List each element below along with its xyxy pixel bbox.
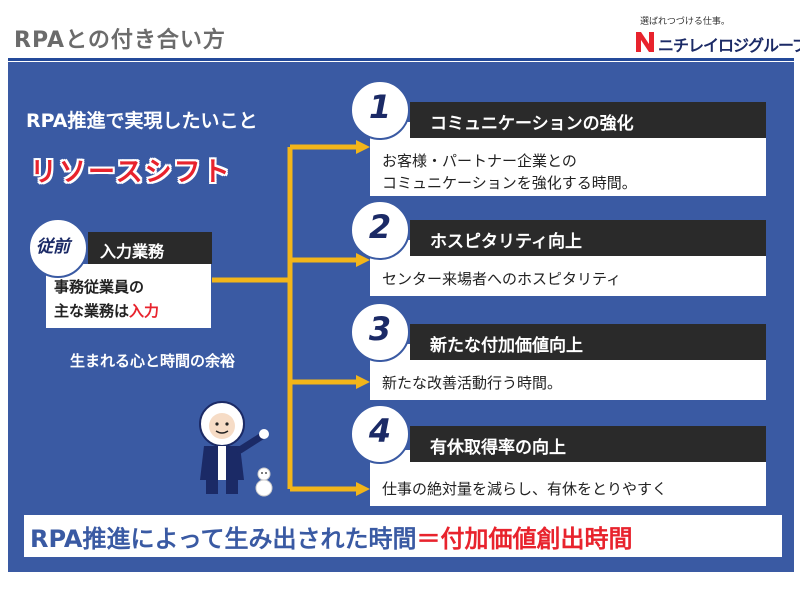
item-3-title: 新たな付加価値向上 [430,331,583,356]
margin-note: 生まれる心と時間の余裕 [70,350,235,371]
result-right: 付加価値創出時間 [441,525,633,553]
item-4-line-1: 仕事の絶対量を減らし、有休をとりやすく [382,478,667,499]
result-text: RPA推進によって生み出された時間＝付加価値創出時間 [30,519,633,554]
item-3-number: 3 [350,310,410,348]
item-1-line-1: お客様・パートナー企業との [382,150,577,171]
item-1-title: コミュニケーションの強化 [430,109,634,134]
arrowhead-4 [356,482,370,496]
before-badge: 従前 [36,232,70,257]
arrowhead-3 [356,375,370,389]
item-3-line-1: 新たな改善活動行う時間。 [382,372,562,393]
item-1-line-2: コミュニケーションを強化する時間。 [382,172,637,193]
before-title: 入力業務 [100,238,164,262]
before-line-2-highlight: 入力 [129,302,159,320]
item-2-number: 2 [350,208,410,246]
item-2-title: ホスピタリティ向上 [430,227,582,252]
item-1-number: 1 [350,88,410,126]
result-left: RPA推進によって生み出された時間 [30,525,417,553]
result-equals: ＝ [417,525,441,553]
item-2-line-1: センター来場者へのホスピタリティ [382,268,621,289]
arrowhead-1 [356,140,370,154]
mascot-illustration [192,400,284,500]
item-4-title: 有休取得率の向上 [430,433,566,458]
item-4-number: 4 [350,412,410,450]
before-line-2-prefix: 主な業務は [54,302,129,320]
before-line-2: 主な業務は入力 [54,300,159,321]
before-line-1: 事務従業員の [54,276,144,297]
